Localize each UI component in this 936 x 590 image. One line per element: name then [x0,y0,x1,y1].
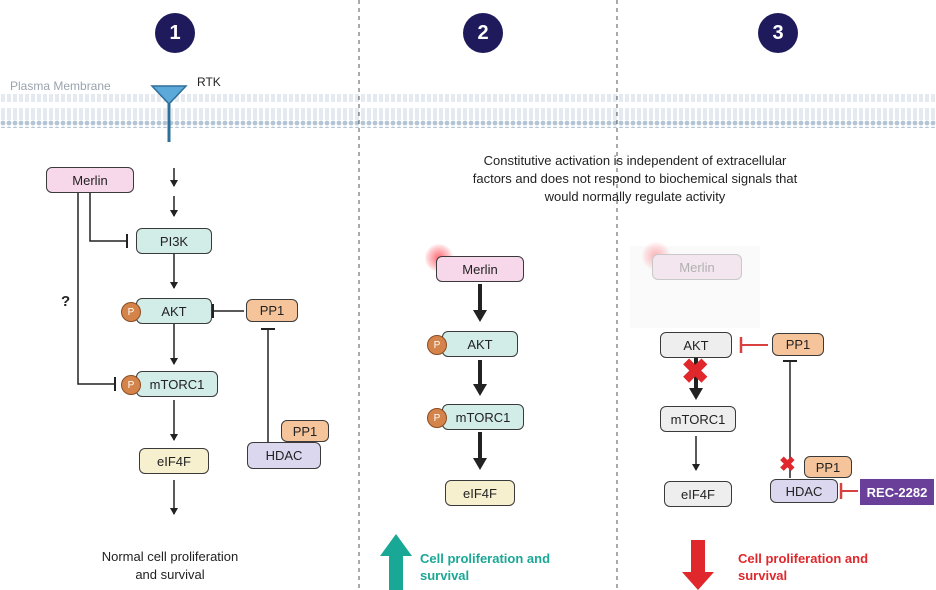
eif4f-node: eIF4F [139,448,209,474]
mtorc1-node-inhibited: mTORC1 [660,406,736,432]
panel-3-outcome: Cell proliferation and survival [738,551,869,583]
akt-node-active: AKT [442,331,518,357]
merlin-node-mutant: Merlin [436,256,524,282]
hdac-node-inhibited: HDAC [770,479,838,503]
rtk-receptor [150,85,188,106]
phospho-mtorc1-icon: P [121,375,141,395]
akt-node-inhibited: AKT [660,332,732,358]
plasma-membrane [0,94,936,128]
rtk-label: RTK [197,75,221,89]
phospho-mtorc1-icon: P [427,408,447,428]
panel-2-outcome: Cell proliferation and survival [420,551,551,583]
merlin-node: Merlin [46,167,134,193]
panel-2-badge: 2 [463,13,503,53]
eif4f-node-inhibited: eIF4F [664,481,732,507]
merlin-node-faded: Merlin [652,254,742,280]
unknown-link-mark: ? [61,293,71,310]
akt-node: AKT [136,298,212,324]
mtorc1-node: mTORC1 [136,371,218,397]
phospho-akt-icon: P [427,335,447,355]
pp1-bound-node: PP1 [804,456,852,478]
panel-3-badge: 3 [758,13,798,53]
rec-2282-drug: REC-2282 [860,479,934,505]
hdac-node: HDAC [247,442,321,469]
membrane-label: Plasma Membrane [10,79,111,93]
blocked-x-small-icon: ✖ [779,454,796,476]
panel-1-badge: 1 [155,13,195,53]
phospho-akt-icon: P [121,302,141,322]
pp1-node-active: PP1 [772,333,824,356]
pp1-node: PP1 [246,299,298,322]
constitutive-note: Constitutive activation is independent o… [472,153,798,204]
blocked-x-icon: ✖ [681,353,710,391]
mtorc1-node-active: mTORC1 [442,404,524,430]
eif4f-node-active: eIF4F [445,480,515,506]
panel-1-outcome: Normal cell proliferation and survival [101,549,239,582]
decrease-arrow [682,540,714,590]
pi3k-node: PI3K [136,228,212,254]
pp1-bound-node: PP1 [281,420,329,442]
increase-arrow [380,534,412,590]
